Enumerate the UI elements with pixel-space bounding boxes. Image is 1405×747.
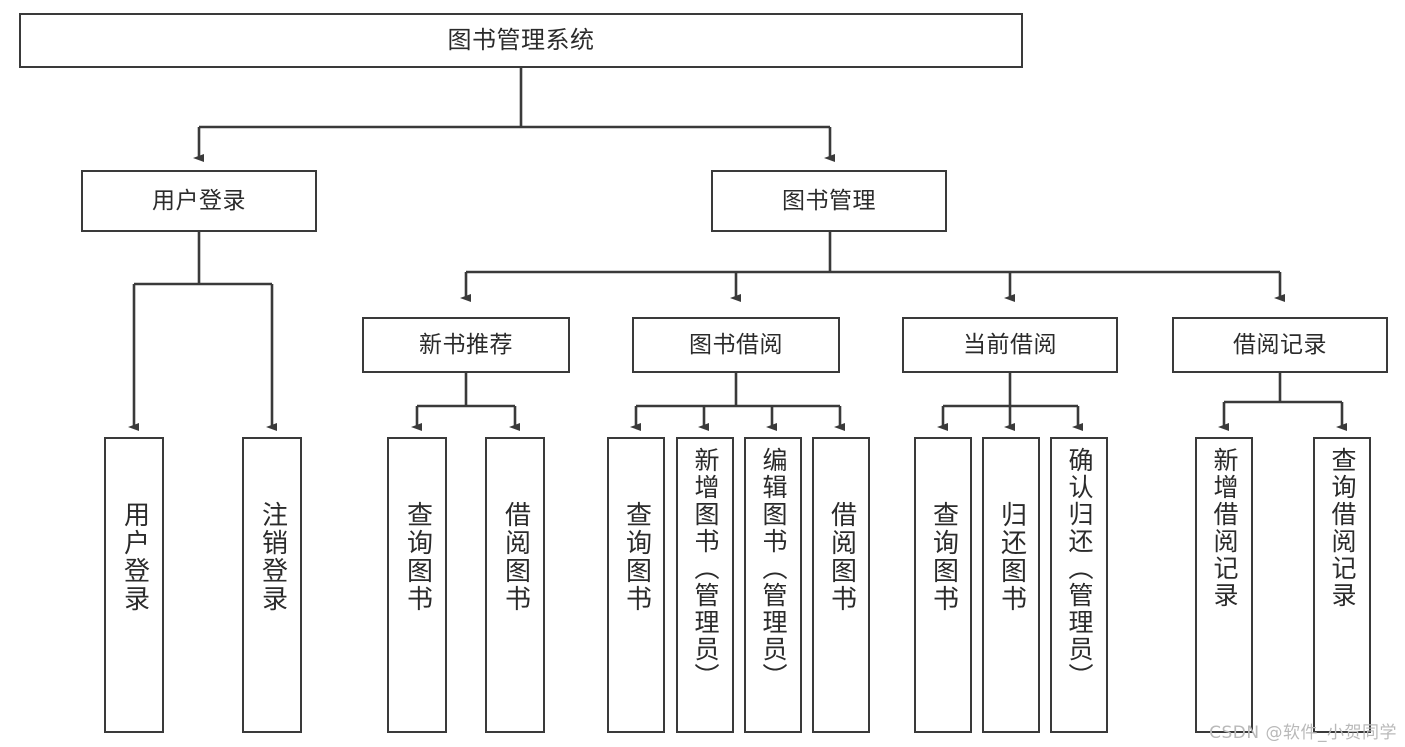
watermark: CSDN @软件_小贺同学 [1209,723,1397,743]
leaf-query-book-1[interactable]: 查询图书 [387,437,447,733]
node-new-book-recommendation[interactable]: 新书推荐 [362,317,570,373]
leaf-edit-book-admin[interactable]: 编辑图书（管理员） [744,437,802,733]
node-label: 图书借阅 [689,331,783,358]
leaf-add-borrow-record[interactable]: 新增借阅记录 [1195,437,1253,733]
leaf-user-login[interactable]: 用户登录 [104,437,164,733]
node-label: 确认归还（管理员） [1065,447,1094,690]
node-label: 图书管理系统 [447,25,595,54]
leaf-borrow-book-1[interactable]: 借阅图书 [485,437,545,733]
node-borrow-record[interactable]: 借阅记录 [1172,317,1388,373]
node-current-borrow[interactable]: 当前借阅 [902,317,1118,373]
leaf-query-book-3[interactable]: 查询图书 [914,437,972,733]
node-label: 图书管理 [782,187,876,214]
leaf-logout[interactable]: 注销登录 [242,437,302,733]
leaf-return-book[interactable]: 归还图书 [982,437,1040,733]
leaf-add-book-admin[interactable]: 新增图书（管理员） [676,437,734,733]
node-book-borrow[interactable]: 图书借阅 [632,317,840,373]
node-user-login[interactable]: 用户登录 [81,170,317,232]
node-label: 新增图书（管理员） [691,447,720,690]
node-label: 查询图书 [402,501,433,613]
node-label: 借阅记录 [1233,331,1327,358]
leaf-borrow-book-2[interactable]: 借阅图书 [812,437,870,733]
node-label: 用户登录 [152,187,246,214]
node-label: 注销登录 [257,501,288,613]
node-label: 用户登录 [119,501,150,613]
node-root-book-management-system[interactable]: 图书管理系统 [19,13,1023,68]
node-label: 查询图书 [621,501,652,613]
node-label: 查询图书 [928,501,959,613]
node-label: 新增借阅记录 [1210,447,1239,609]
node-label: 借阅图书 [826,501,857,613]
node-label: 查询借阅记录 [1328,447,1357,609]
node-label: 新书推荐 [419,331,513,358]
node-label: 当前借阅 [963,331,1057,358]
node-label: 编辑图书（管理员） [759,447,788,690]
node-label: 归还图书 [996,501,1027,613]
node-label: 借阅图书 [500,501,531,613]
leaf-confirm-return-admin[interactable]: 确认归还（管理员） [1050,437,1108,733]
node-book-management[interactable]: 图书管理 [711,170,947,232]
leaf-query-book-2[interactable]: 查询图书 [607,437,665,733]
leaf-query-borrow-record[interactable]: 查询借阅记录 [1313,437,1371,733]
